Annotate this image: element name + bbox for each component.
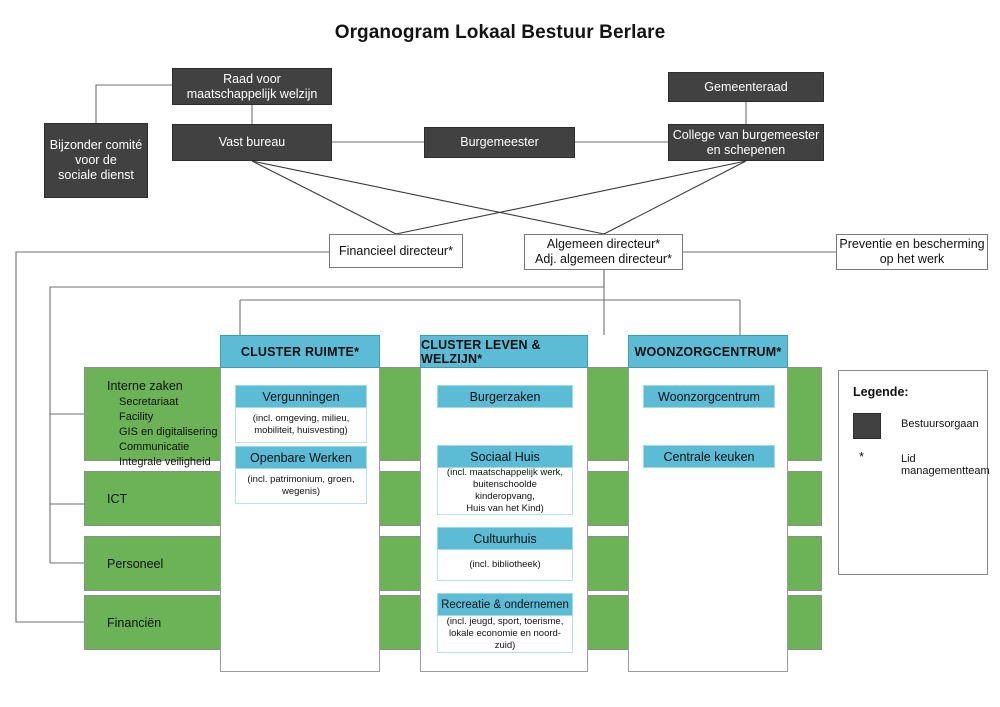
ict-title: ICT <box>107 492 128 506</box>
unit-woonzorgcentrum-title: Woonzorgcentrum <box>643 385 775 408</box>
unit-centrale-keuken[interactable]: Centrale keuken <box>643 445 775 468</box>
personeel-title: Personeel <box>107 557 164 571</box>
unit-sociaal-huis-detail-3: Huis van het Kind) <box>466 503 544 514</box>
unit-vergunningen[interactable]: Vergunningen (incl. omgeving, milieu, mo… <box>235 385 367 443</box>
unit-sociaal-huis-title: Sociaal Huis <box>437 445 573 468</box>
unit-cultuurhuis-title: Cultuurhuis <box>437 527 573 550</box>
bijzonder-comite-line-2: voor de <box>75 153 117 167</box>
algemeen-directeur-line-1: Algemeen directeur* <box>546 237 661 251</box>
raad-line-1: Raad voor <box>223 71 281 86</box>
financien-label-wrap: Financiën <box>107 616 161 632</box>
gov-box-vast-bureau[interactable]: Vast bureau <box>172 124 332 161</box>
algemeen-directeur-line-2: Adj. algemeen directeur* <box>535 252 672 266</box>
unit-sociaal-huis[interactable]: Sociaal Huis (incl. maatschappelijk werk… <box>437 445 573 515</box>
legend-panel: Legende: Bestuursorgaan * Lid management… <box>838 370 990 575</box>
cluster-header-woonzorgcentrum[interactable]: WOONZORGCENTRUM* <box>628 335 788 368</box>
legend-label-bestuursorgaan: Bestuursorgaan <box>901 418 979 430</box>
gov-box-raad-voor-maatschappelijk-welzijn[interactable]: Raad voor maatschappelijk welzijn <box>172 68 332 105</box>
legend-label-managementteam: Lid managementteam <box>901 453 990 477</box>
unit-woonzorgcentrum[interactable]: Woonzorgcentrum <box>643 385 775 408</box>
interne-zaken-sub-3: Communicatie <box>119 440 190 453</box>
cluster-leven-welzijn-label: CLUSTER LEVEN & WELZIJN* <box>421 337 541 366</box>
cluster-ruimte-label: CLUSTER RUIMTE* <box>240 344 360 359</box>
gov-box-bijzonder-comite[interactable]: Bijzonder comité voor de sociale dienst <box>44 123 148 198</box>
cluster-header-ruimte[interactable]: CLUSTER RUIMTE* <box>220 335 380 368</box>
unit-burgerzaken[interactable]: Burgerzaken <box>437 385 573 408</box>
unit-vergunningen-detail-2: mobiliteit, huisvesting) <box>254 425 348 436</box>
interne-zaken-sub-1: Facility <box>119 410 154 423</box>
college-line-1: College van burgemeester <box>672 127 820 142</box>
unit-sociaal-huis-detail-1: (incl. maatschappelijk werk, <box>446 467 564 478</box>
financieel-directeur-label: Financieel directeur* <box>339 243 453 258</box>
unit-recreatie-ondernemen[interactable]: Recreatie & ondernemen (incl. jeugd, spo… <box>437 593 573 653</box>
unit-cultuurhuis-detail-1: (incl. bibliotheek) <box>469 559 541 570</box>
burgemeester-label: Burgemeester <box>460 135 539 149</box>
unit-vergunningen-title: Vergunningen <box>235 385 367 408</box>
ict-label-wrap: ICT <box>107 492 127 508</box>
cluster-column-ruimte: CLUSTER RUIMTE* Vergunningen (incl. omge… <box>220 335 380 672</box>
gov-box-college-van-burgemeester-en-schepenen[interactable]: College van burgemeester en schepenen <box>668 124 824 161</box>
gov-box-burgemeester[interactable]: Burgemeester <box>424 127 575 158</box>
financien-title: Financiën <box>107 616 162 630</box>
bijzonder-comite-line-1: Bijzonder comité <box>49 138 143 152</box>
gemeenteraad-label: Gemeenteraad <box>704 79 788 94</box>
cluster-column-leven-welzijn: CLUSTER LEVEN & WELZIJN* Burgerzaken Soc… <box>420 335 588 672</box>
interne-zaken-sub-4: Integrale veiligheid <box>119 455 211 468</box>
unit-openbare-werken[interactable]: Openbare Werken (incl. patrimonium, groe… <box>235 446 367 504</box>
unit-openbare-werken-detail-1: (incl. patrimonium, groen, <box>247 474 355 485</box>
interne-zaken-title: Interne zaken <box>107 379 183 393</box>
cluster-woonzorgcentrum-label: WOONZORGCENTRUM* <box>634 344 782 359</box>
unit-sociaal-huis-detail: (incl. maatschappelijk werk, buitenschoo… <box>437 467 573 515</box>
unit-openbare-werken-detail: (incl. patrimonium, groen, wegenis) <box>235 469 367 504</box>
unit-cultuurhuis-detail: (incl. bibliotheek) <box>437 550 573 581</box>
unit-openbare-werken-detail-2: wegenis) <box>281 486 321 497</box>
unit-centrale-keuken-title: Centrale keuken <box>643 445 775 468</box>
box-algemeen-directeur[interactable]: Algemeen directeur* Adj. algemeen direct… <box>524 234 683 270</box>
gov-box-gemeenteraad[interactable]: Gemeenteraad <box>668 72 824 102</box>
bijzonder-comite-line-3: sociale dienst <box>58 168 134 182</box>
legend-title: Legende: <box>853 385 909 399</box>
unit-recreatie-ondernemen-title: Recreatie & ondernemen <box>437 593 573 616</box>
unit-burgerzaken-title: Burgerzaken <box>437 385 573 408</box>
personeel-label-wrap: Personeel <box>107 557 163 573</box>
unit-recreatie-ondernemen-detail-2: lokale economie en noord-zuid) <box>449 628 561 651</box>
unit-sociaal-huis-detail-2: buitenschoolde kinderopvang, <box>473 479 537 502</box>
preventie-line-1: Preventie en bescherming <box>839 237 985 251</box>
unit-recreatie-ondernemen-detail: (incl. jeugd, sport, toerisme, lokale ec… <box>437 616 573 653</box>
cluster-column-woonzorgcentrum: WOONZORGCENTRUM* Woonzorgcentrum Central… <box>628 335 788 672</box>
college-line-2: en schepenen <box>706 142 786 157</box>
box-financieel-directeur[interactable]: Financieel directeur* <box>329 234 463 268</box>
unit-openbare-werken-title: Openbare Werken <box>235 446 367 469</box>
vast-bureau-label: Vast bureau <box>218 135 286 149</box>
preventie-line-2: op het werk <box>879 252 945 266</box>
cluster-header-leven-welzijn[interactable]: CLUSTER LEVEN & WELZIJN* <box>420 335 588 368</box>
unit-vergunningen-detail: (incl. omgeving, milieu, mobiliteit, hui… <box>235 408 367 443</box>
unit-cultuurhuis[interactable]: Cultuurhuis (incl. bibliotheek) <box>437 527 573 581</box>
box-preventie-en-bescherming-op-het-werk[interactable]: Preventie en bescherming op het werk <box>836 234 988 270</box>
legend-swatch-bestuursorgaan <box>853 413 881 439</box>
page-title: Organogram Lokaal Bestuur Berlare <box>334 22 666 43</box>
raad-line-2: maatschappelijk welzijn <box>186 86 318 101</box>
unit-recreatie-ondernemen-detail-1: (incl. jeugd, sport, toerisme, <box>446 616 564 627</box>
legend-star-symbol: * <box>859 449 865 464</box>
interne-zaken-sub-0: Secretariaat <box>119 395 179 408</box>
interne-zaken-labels: Interne zaken Secretariaat Facility GIS … <box>107 379 217 470</box>
unit-vergunningen-detail-1: (incl. omgeving, milieu, <box>252 413 350 424</box>
interne-zaken-sub-2: GIS en digitalisering <box>119 425 218 438</box>
